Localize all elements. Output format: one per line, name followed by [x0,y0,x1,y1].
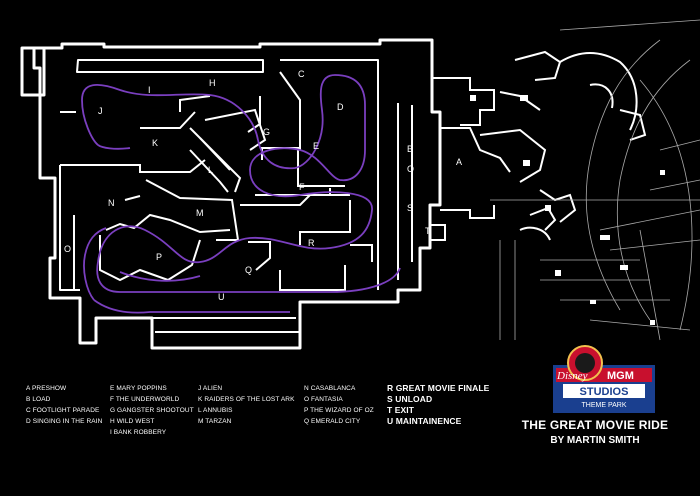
legend-column-2: E MARY POPPINS F THE UNDERWORLD G GANGST… [110,383,194,438]
room-label-h: H [209,78,216,88]
legend-item-m: M TARZAN [198,418,232,425]
map-title: THE GREAT MOVIE RIDE [521,418,669,432]
room-label-p: P [156,252,162,262]
room-label-l: L [208,165,213,175]
legend-column-3: J ALIEN K RAIDERS OF THE LOST ARK L ANNU… [198,383,295,427]
room-label-i: I [148,85,151,95]
room-label-e: E [313,141,319,151]
room-label-b: B [407,144,413,154]
room-label-m: M [196,208,204,218]
logo-mgm-text: MGM [607,370,634,382]
logo-studios-text: STUDIOS [580,386,629,398]
legend-item-d: D SINGING IN THE RAIN [26,418,103,425]
legend-item-l: L ANNUBIS [198,407,233,414]
room-label-o-entry: O [407,164,414,174]
room-label-s: S [407,203,413,213]
room-label-n: N [108,198,115,208]
logo-disney-text: Disney [556,370,588,382]
legend-item-f: F THE UNDERWORLD [110,396,180,403]
room-label-r: R [308,238,315,248]
legend-item-b: B LOAD [26,396,51,403]
legend-item-c: C FOOTLIGHT PARADE [26,407,100,414]
legend-item-t: T EXIT [387,405,415,415]
room-label-d: D [337,102,344,112]
room-label-j: J [98,106,103,116]
legend-item-q: Q EMERALD CITY [304,418,361,425]
streetscape-details [470,95,665,325]
map-author: BY MARTIN SMITH [550,435,640,446]
legend-item-a: A PRESHOW [26,385,67,392]
legend-column-1: A PRESHOW B LOAD C FOOTLIGHT PARADE D SI… [26,383,102,427]
disney-mgm-studios-logo: Disney MGM STUDIOS THEME PARK [553,345,655,413]
legend-item-j: J ALIEN [198,385,223,392]
legend-item-n: N CASABLANCA [304,385,356,392]
ride-track [81,74,401,314]
room-legend: A PRESHOW B LOAD C FOOTLIGHT PARADE D SI… [26,383,496,478]
legend-item-r: R GREAT MOVIE FINALE [387,383,490,393]
legend-item-u: U MAINTAINENCE [387,416,462,426]
park-streetscape [490,19,700,341]
legend-item-k: K RAIDERS OF THE LOST ARK [198,396,295,403]
room-label-t: T [425,226,431,236]
legend-column-5: R GREAT MOVIE FINALE S UNLOAD T EXIT U M… [387,383,489,427]
room-label-c: C [298,69,305,79]
mickey-silhouette-icon [575,353,595,373]
room-label-o: O [64,244,71,254]
legend-item-h: H WILD WEST [110,418,155,425]
room-label-u: U [218,292,225,302]
room-label-g: G [263,127,270,137]
map-title-block: THE GREAT MOVIE RIDE BY MARTIN SMITH [515,418,675,446]
logo-theme-park-text: THEME PARK [582,402,627,409]
room-label-q: Q [245,265,252,275]
interior-walls [60,71,373,291]
legend-column-4: N CASABLANCA O FANTASIA P THE WIZARD OF … [304,383,374,427]
room-labels: A B O S T C D E F G H I J K L M N O P Q … [64,69,462,302]
legend-item-i: I BANK ROBBERY [110,429,167,436]
legend-item-g: G GANGSTER SHOOTOUT [110,407,194,414]
legend-item-s: S UNLOAD [387,394,433,404]
building-walls [20,38,442,350]
queue-area [430,50,647,241]
legend-item-o: O FANTASIA [304,396,343,403]
logo-studios-band [563,384,645,398]
room-label-k: K [152,138,158,148]
room-label-a: A [456,157,462,167]
legend-item-p: P THE WIZARD OF OZ [304,407,374,414]
room-label-f: F [299,182,305,192]
legend-item-e: E MARY POPPINS [110,385,167,392]
